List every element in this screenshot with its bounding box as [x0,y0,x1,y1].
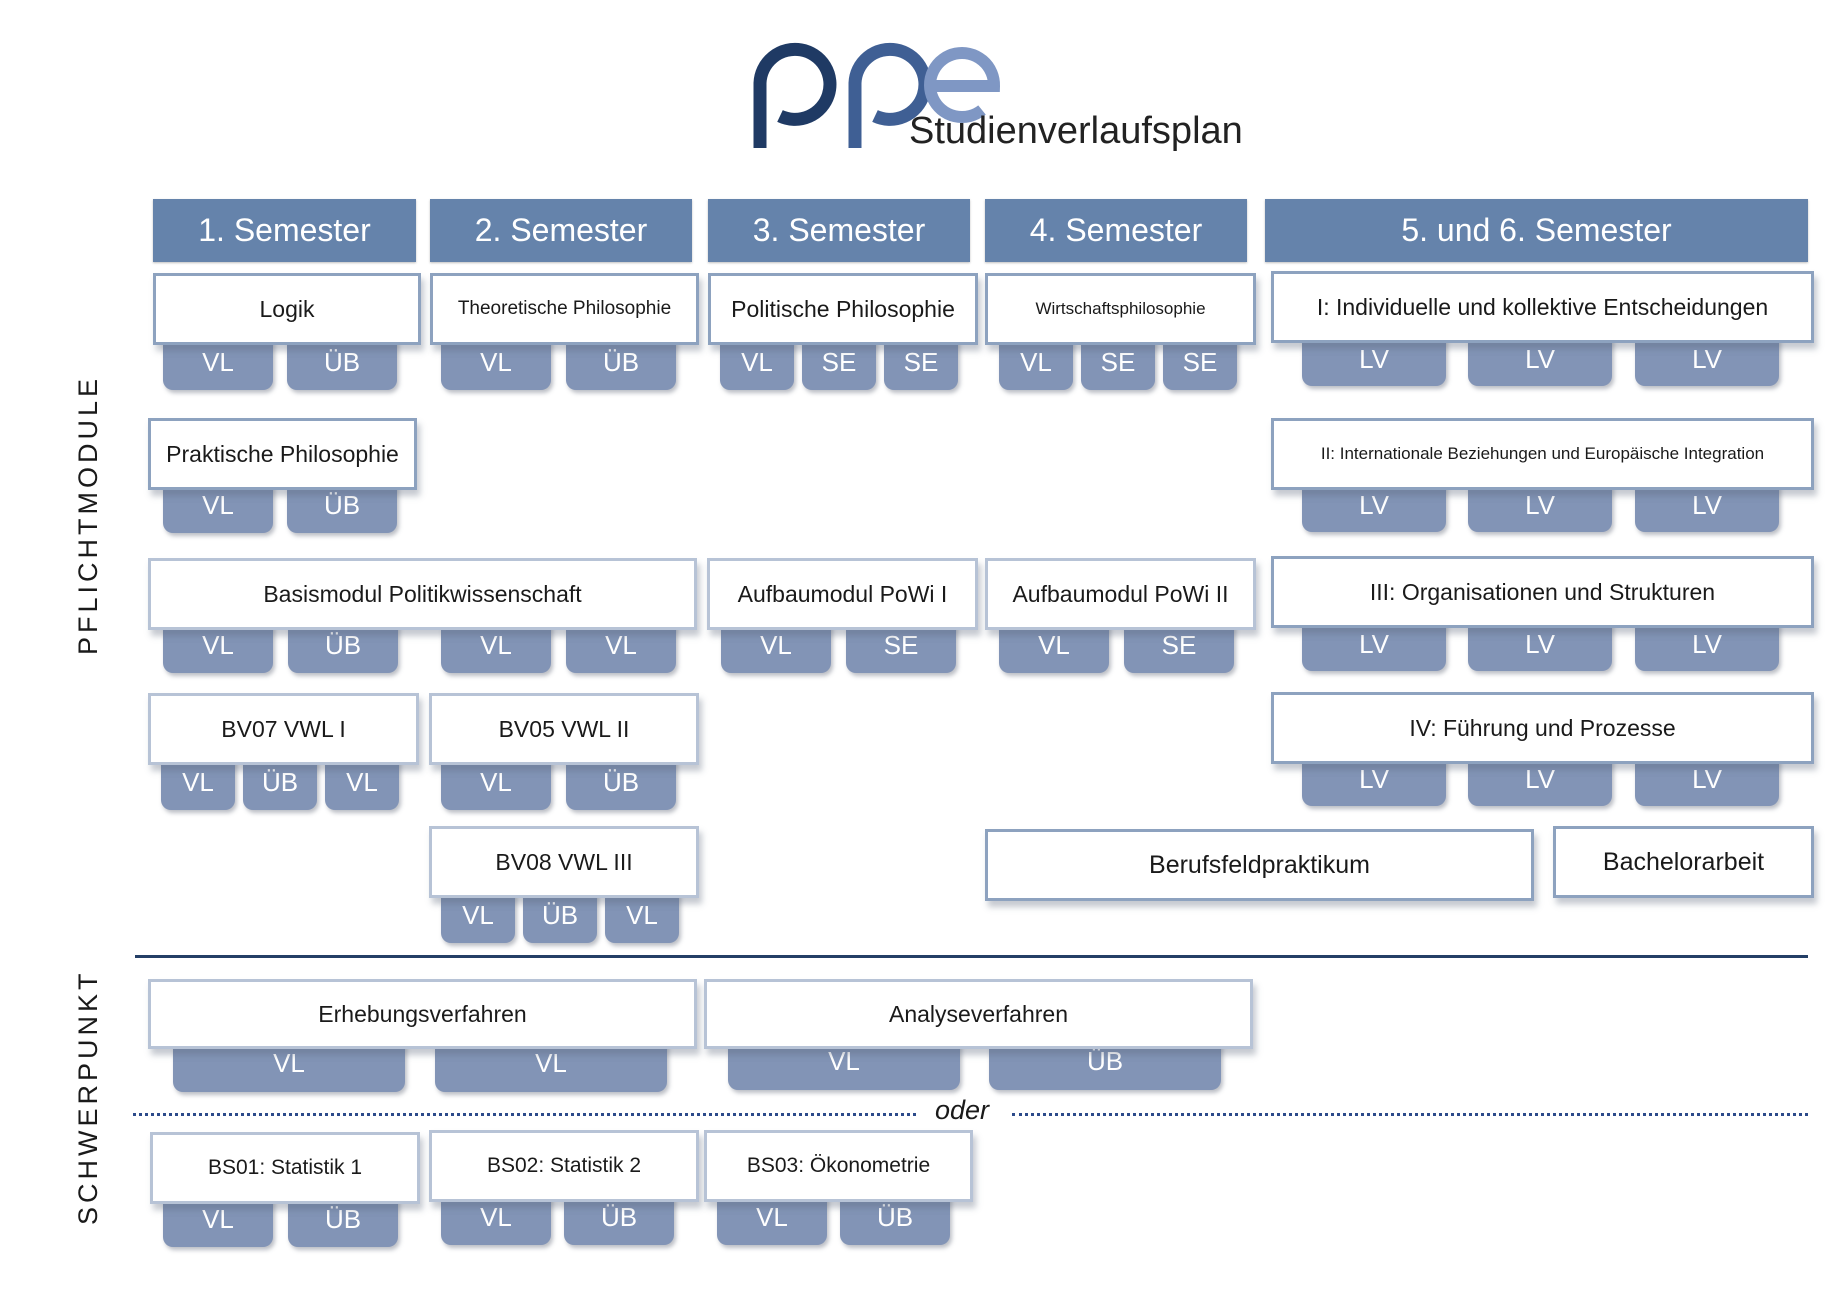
theoretische-philosophie-module: Theoretische Philosophie [430,273,699,345]
erhebungsverfahren-module: Erhebungsverfahren [148,979,697,1049]
semester-3-header: 3. Semester [708,199,970,262]
semester-2-header: 2. Semester [430,199,692,262]
basismodul-politikwissenschaft-module: Basismodul Politikwissenschaft [148,558,697,630]
module-i-individuelle-entscheidungen: I: Individuelle und kollektive Entscheid… [1271,271,1814,343]
oder-dotted-line-right [1012,1113,1808,1116]
wirtschaftsphilosophie-module: Wirtschaftsphilosophie [985,273,1256,345]
bv05-vwl-2-module: BV05 VWL II [429,693,699,765]
semester-5-6-header: 5. und 6. Semester [1265,199,1808,262]
bachelorarbeit-module: Bachelorarbeit [1553,826,1814,898]
berufsfeldpraktikum-module: Berufsfeldpraktikum [985,829,1534,901]
aufbaumodul-powi-1-module: Aufbaumodul PoWi I [707,558,978,630]
bv08-vwl-3-module: BV08 VWL III [429,826,699,898]
semester-4-header: 4. Semester [985,199,1247,262]
module-iv-fuehrung: IV: Führung und Prozesse [1271,692,1814,764]
module-iii-organisationen: III: Organisationen und Strukturen [1271,556,1814,628]
politische-philosophie-module: Politische Philosophie [708,273,978,345]
oder-label: oder [935,1095,990,1125]
schwerpunkt-label: SCHWERPUNKT [73,969,103,1225]
semester-1-header: 1. Semester [153,199,416,262]
bs02-statistik-2-module: BS02: Statistik 2 [429,1130,699,1202]
analyseverfahren-module: Analyseverfahren [704,979,1253,1049]
praktische-philosophie-module: Praktische Philosophie [148,418,417,490]
logo-subtitle: Studienverlaufsplan [909,110,1243,152]
aufbaumodul-powi-2-module: Aufbaumodul PoWi II [985,558,1256,630]
ppe-logo [753,42,1001,148]
section-divider [135,955,1808,958]
bv07-vwl-1-module: BV07 VWL I [148,693,419,765]
bs03-oekonometrie-module: BS03: Ökonometrie [704,1130,973,1202]
logik-module: Logik [153,273,421,345]
oder-dotted-line-left [133,1113,916,1116]
bs01-statistik-1-module: BS01: Statistik 1 [150,1132,420,1204]
pflichtmodule-label: PFLICHTMODULE [73,374,103,655]
module-ii-internationale-beziehungen: II: Internationale Beziehungen und Europ… [1271,418,1814,490]
